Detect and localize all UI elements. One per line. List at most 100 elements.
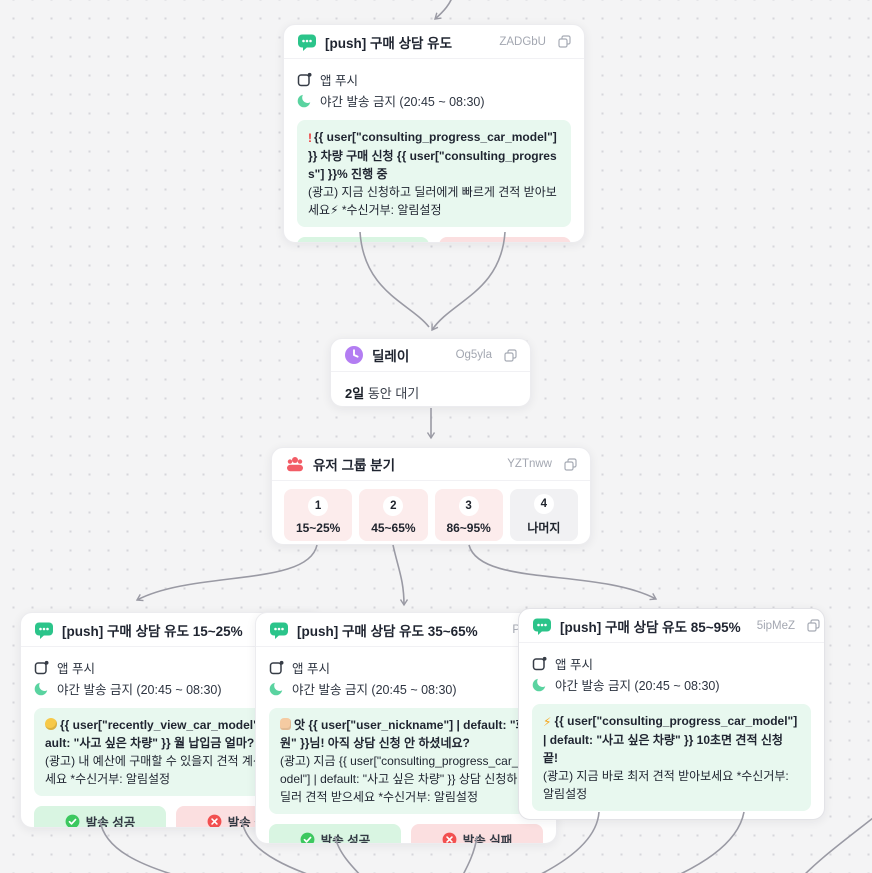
push-message-icon — [532, 616, 552, 636]
send-fail-label: 발송 실패 — [491, 243, 540, 244]
channel-label: 앱 푸시 — [320, 74, 358, 88]
node-push-85-95[interactable]: [push] 구매 상담 유도 85~95% 5ipMeZ 앱 푸시 야간 발송… — [518, 608, 825, 820]
node-push-b-header: [push] 구매 상담 유도 35~65% PuGK — [256, 613, 556, 647]
delay-duration-value: 2일 — [345, 386, 365, 401]
app-push-icon — [297, 72, 312, 87]
node-push-main-header: [push] 구매 상담 유도 ZADGbU — [284, 25, 584, 59]
branch-label: 15~25% — [295, 520, 341, 535]
copy-id-icon[interactable] — [558, 35, 571, 48]
node-id: Og5yla — [455, 349, 492, 361]
push-message-preview: 앗 {{ user["user_nickname"] | default: "회… — [269, 708, 543, 814]
node-title: 딜레이 — [372, 349, 410, 364]
edge-offscreen-right-out — [804, 817, 872, 873]
edge-push-c-fail-out — [680, 811, 745, 873]
app-push-icon — [34, 660, 49, 675]
moon-icon — [532, 677, 547, 692]
channel-row: 앱 푸시 — [269, 658, 543, 677]
send-success-label: 발송 성공 — [85, 815, 136, 828]
channel-row: 앱 푸시 — [34, 658, 308, 677]
message-headline: 앗 {{ user["user_nickname"] | default: "회… — [280, 718, 527, 750]
delay-clock-icon — [344, 345, 364, 365]
channel-label: 앱 푸시 — [57, 662, 95, 676]
quiet-hours-label: 야간 발송 금지 (20:45 ~ 08:30) — [555, 679, 720, 693]
branch-label: 45~65% — [371, 520, 416, 535]
send-success-button[interactable]: 발송 성공 — [297, 237, 429, 244]
message-body: (광고) 지금 바로 최저 견적 받아보세요 *수신거부: 알림설정 — [543, 769, 789, 801]
send-fail-button[interactable]: 발송 실패 — [439, 237, 571, 244]
app-push-icon — [269, 660, 284, 675]
channel-row: 앱 푸시 — [532, 654, 811, 673]
edge-split-2-to-push-b — [392, 544, 409, 607]
moon-icon — [269, 681, 284, 696]
node-push-c-header: [push] 구매 상담 유도 85~95% 5ipMeZ — [519, 609, 824, 643]
delay-duration: 2일 동안 대기 — [331, 372, 530, 406]
message-headline: {{ user["recently_view_car_model"] | def… — [45, 718, 291, 750]
channel-label: 앱 푸시 — [555, 658, 593, 672]
copy-id-icon[interactable] — [564, 457, 577, 471]
node-push-a-header: [push] 구매 상담 유도 15~25% — [21, 613, 321, 647]
node-user-group-split[interactable]: 유저 그룹 분기 YZTnww 1 15~25% 2 45~65% 3 86~9… — [271, 447, 591, 545]
message-headline: {{ user["consulting_progress_car_model"]… — [543, 714, 798, 765]
split-branch-4[interactable]: 4 나머지 — [509, 489, 578, 541]
send-fail-button[interactable]: 발송 실패 — [411, 824, 543, 843]
send-success-label: 발송 성공 — [320, 833, 371, 844]
branch-number: 4 — [533, 494, 554, 514]
quiet-hours-label: 야간 발송 금지 (20:45 ~ 08:30) — [57, 683, 222, 697]
node-id: YZTnww — [507, 458, 552, 470]
push-message-preview: !{{ user["consulting_progress_car_model"… — [297, 120, 571, 227]
send-success-button[interactable]: 발송 성공 — [269, 824, 401, 844]
quiet-hours-row: 야간 발송 금지 (20:45 ~ 08:30) — [269, 679, 543, 698]
check-circle-icon — [65, 814, 80, 827]
push-message-icon — [34, 620, 54, 640]
thinking-face-emoji — [45, 718, 57, 730]
send-success-button[interactable]: 발송 성공 — [34, 806, 166, 828]
split-branch-3[interactable]: 3 86~95% — [434, 489, 503, 541]
copy-id-icon[interactable] — [504, 348, 517, 362]
zap-emoji: ⚡ — [543, 715, 552, 729]
message-body: (광고) 지금 신청하고 딜러에게 빠르게 견적 받아보세요⚡ *수신거부: 알… — [308, 185, 557, 217]
quiet-hours-row: 야간 발송 금지 (20:45 ~ 08:30) — [34, 679, 308, 698]
branch-label: 86~95% — [446, 520, 491, 535]
split-branch-2[interactable]: 2 45~65% — [359, 489, 428, 541]
node-title: [push] 구매 상담 유도 85~95% — [560, 619, 741, 635]
edge-entry-to-push-main — [434, 0, 452, 20]
edge-split-3-to-push-c — [468, 544, 658, 601]
node-push-main[interactable]: [push] 구매 상담 유도 ZADGbU 앱 푸시 야간 발송 금지 (20… — [283, 24, 585, 243]
node-delay[interactable]: 딜레이 Og5yla 2일 동안 대기 — [330, 338, 531, 407]
quiet-hours-label: 야간 발송 금지 (20:45 ~ 08:30) — [292, 683, 457, 697]
push-message-icon — [297, 32, 317, 52]
push-message-icon — [269, 620, 289, 640]
push-message-preview: ⚡{{ user["consulting_progress_car_model"… — [532, 704, 811, 811]
copy-id-icon[interactable] — [807, 619, 820, 632]
branch-label: 나머지 — [527, 521, 561, 535]
channel-label: 앱 푸시 — [292, 662, 330, 676]
branch-number: 3 — [458, 495, 479, 516]
message-headline: {{ user["consulting_progress_car_model"]… — [308, 130, 557, 181]
node-title: [push] 구매 상담 유도 35~65% — [297, 623, 478, 639]
branch-number: 1 — [308, 495, 329, 516]
split-branch-1[interactable]: 1 15~25% — [284, 489, 353, 541]
branch-number: 2 — [383, 495, 404, 516]
edge-split-1-to-push-a — [135, 544, 318, 602]
x-circle-icon — [207, 814, 222, 827]
send-success-label: 발송 성공 — [349, 243, 398, 244]
delay-duration-suffix: 동안 대기 — [364, 386, 420, 401]
node-push-35-65[interactable]: [push] 구매 상담 유도 35~65% PuGK 앱 푸시 야간 발송 금… — [255, 612, 557, 844]
quiet-hours-label: 야간 발송 금지 (20:45 ~ 08:30) — [320, 95, 485, 109]
check-circle-icon — [300, 832, 315, 843]
message-body: (광고) 내 예산에 구매할 수 있을지 견적 계산 해보세요 *수신거부: 알… — [45, 754, 290, 786]
user-group-icon — [285, 454, 305, 474]
node-title: [push] 구매 상담 유도 15~25% — [62, 623, 243, 639]
node-title: 유저 그룹 분기 — [313, 458, 396, 473]
quiet-hours-row: 야간 발송 금지 (20:45 ~ 08:30) — [297, 91, 571, 110]
node-split-header: 유저 그룹 분기 YZTnww — [272, 448, 590, 481]
moon-icon — [297, 93, 312, 108]
node-id: 5ipMeZ — [756, 619, 796, 632]
node-title: [push] 구매 상담 유도 — [325, 35, 453, 51]
node-delay-header: 딜레이 Og5yla — [331, 339, 530, 372]
moon-icon — [34, 681, 49, 696]
message-body: (광고) 지금 {{ user["consulting_progress_car… — [280, 754, 529, 804]
app-push-icon — [532, 656, 547, 671]
edge-push-main-success-to-delay — [359, 231, 430, 328]
